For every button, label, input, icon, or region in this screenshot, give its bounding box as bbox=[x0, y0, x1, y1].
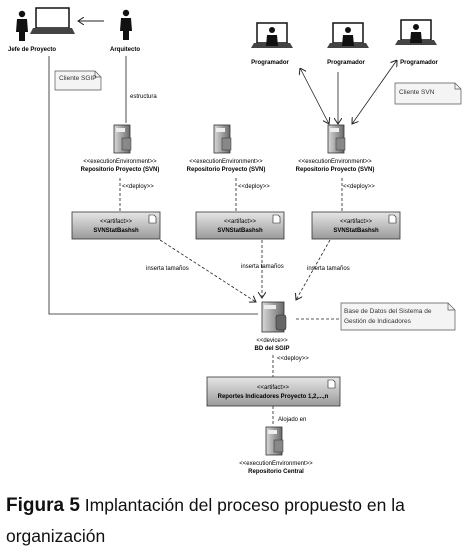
figure-caption: Figura 5 Implantación del proceso propue… bbox=[6, 490, 468, 551]
person-icon bbox=[342, 27, 354, 46]
server-icon bbox=[213, 124, 232, 154]
repo-proyecto-2: <<executionEnvironment>> Repositorio Pro… bbox=[187, 124, 266, 173]
actor-label-jefe: Jefe de Proyecto bbox=[8, 47, 56, 53]
stereotype-exec-env-central: <<executionEnvironment>> bbox=[239, 461, 313, 467]
artifact-svnstatbashsh-1: <<artifact>> SVNStatBashsh bbox=[71, 211, 161, 240]
stereotype-device: <<device>> bbox=[256, 338, 288, 344]
repo-label-2: Repositorio Proyecto (SVN) bbox=[187, 167, 266, 173]
server-icon bbox=[265, 426, 284, 456]
stereotype-exec-env-2: <<executionEnvironment>> bbox=[189, 159, 263, 165]
document-icon bbox=[272, 214, 281, 224]
programador1-to-repo3-line bbox=[300, 68, 329, 124]
inserta-line-3 bbox=[296, 239, 331, 300]
repo-central-label: Repositorio Central bbox=[248, 469, 304, 475]
connectors bbox=[48, 21, 397, 426]
repo-label-3: Repositorio Proyecto (SVN) bbox=[296, 167, 375, 173]
artifact-svnstatbashsh-2: <<artifact>> SVNStatBashsh bbox=[195, 211, 285, 240]
person-icon bbox=[120, 9, 132, 40]
jefe-to-bd-line bbox=[48, 56, 258, 315]
actor-label-programador-2: Programador bbox=[327, 60, 365, 66]
artifact-label-1: SVNStatBashsh bbox=[93, 228, 139, 234]
stereotype-artifact-3: <<artifact>> bbox=[340, 219, 373, 225]
stereotype-artifact-2: <<artifact>> bbox=[224, 219, 257, 225]
figure-caption-text: Implantación del proceso propuesto en la… bbox=[6, 495, 405, 546]
stereotype-exec-env-1: <<executionEnvironment>> bbox=[83, 159, 157, 165]
stereotype-artifact-1: <<artifact>> bbox=[100, 219, 133, 225]
label-inserta-3: inserta tamaños bbox=[307, 266, 350, 272]
artifact-svnstatbashsh-3: <<artifact>> SVNStatBashsh bbox=[311, 211, 401, 240]
repo-central: <<executionEnvironment>> Repositorio Cen… bbox=[239, 426, 313, 475]
server-icon bbox=[113, 124, 132, 154]
note-text-base-datos-1: Base de Datos del Sistema de bbox=[344, 308, 432, 315]
actor-arquitecto: Arquitecto bbox=[110, 9, 140, 53]
actor-programador-3: Programador bbox=[395, 19, 438, 66]
programador3-to-repo3-line bbox=[352, 60, 397, 124]
note-text-base-datos-2: Gestión de Indicadores bbox=[344, 318, 412, 325]
label-deploy-bd: <<deploy>> bbox=[277, 356, 309, 362]
artifact-label-reportes: Reportes Indicadores Proyecto 1,2,...,n bbox=[218, 394, 329, 400]
artifact-label-3: SVNStatBashsh bbox=[333, 228, 379, 234]
label-deploy-2: <<deploy>> bbox=[238, 184, 270, 190]
label-inserta-2: inserta tamaños bbox=[241, 264, 284, 270]
device-label-bd: BD del SGIP bbox=[254, 346, 289, 352]
repo-label-1: Repositorio Proyecto (SVN) bbox=[81, 167, 160, 173]
document-icon bbox=[148, 214, 157, 224]
repo-proyecto-3: <<executionEnvironment>> Repositorio Pro… bbox=[296, 124, 375, 173]
actor-programador-1: Programador bbox=[251, 22, 293, 66]
stereotype-artifact-reportes: <<artifact>> bbox=[257, 385, 290, 391]
database-server-icon bbox=[261, 301, 287, 333]
note-base-de-datos: Base de Datos del Sistema de Gestión de … bbox=[340, 302, 456, 331]
label-alojado-en: Alojado en bbox=[278, 417, 306, 423]
label-deploy-1: <<deploy>> bbox=[122, 184, 154, 190]
device-bd-sgip: <<device>> BD del SGIP bbox=[254, 301, 290, 352]
label-estructura: estructura bbox=[130, 94, 157, 100]
person-icon bbox=[16, 10, 28, 41]
stereotype-exec-env-3: <<executionEnvironment>> bbox=[298, 159, 372, 165]
person-icon bbox=[410, 24, 422, 43]
note-text-cliente-svn: Cliente SVN bbox=[399, 89, 435, 96]
note-cliente-sgip: Cliente SGIP bbox=[54, 70, 102, 91]
label-deploy-3: <<deploy>> bbox=[343, 184, 375, 190]
document-icon bbox=[388, 214, 397, 224]
actor-label-programador-3: Programador bbox=[400, 60, 438, 66]
label-inserta-1: inserta tamaños bbox=[146, 266, 189, 272]
actor-jefe-de-proyecto: Jefe de Proyecto bbox=[8, 7, 75, 53]
inserta-line-1 bbox=[159, 239, 256, 302]
actor-label-arquitecto: Arquitecto bbox=[110, 47, 140, 53]
note-cliente-svn: Cliente SVN bbox=[394, 82, 462, 105]
deployment-diagram: Jefe de Proyecto Arquitecto Programador … bbox=[8, 7, 462, 475]
actor-programador-2: Programador bbox=[327, 22, 369, 66]
artifact-label-2: SVNStatBashsh bbox=[217, 228, 263, 234]
laptop-icon bbox=[30, 7, 75, 34]
document-icon bbox=[327, 379, 336, 389]
artifact-reportes: <<artifact>> Reportes Indicadores Proyec… bbox=[206, 376, 341, 407]
person-icon bbox=[266, 27, 278, 46]
server-icon bbox=[327, 124, 346, 154]
actor-label-programador-1: Programador bbox=[251, 60, 289, 66]
figure-label: Figura 5 bbox=[6, 495, 80, 516]
repo-proyecto-1: <<executionEnvironment>> Repositorio Pro… bbox=[81, 124, 160, 173]
note-text-cliente-sgip: Cliente SGIP bbox=[59, 75, 97, 82]
